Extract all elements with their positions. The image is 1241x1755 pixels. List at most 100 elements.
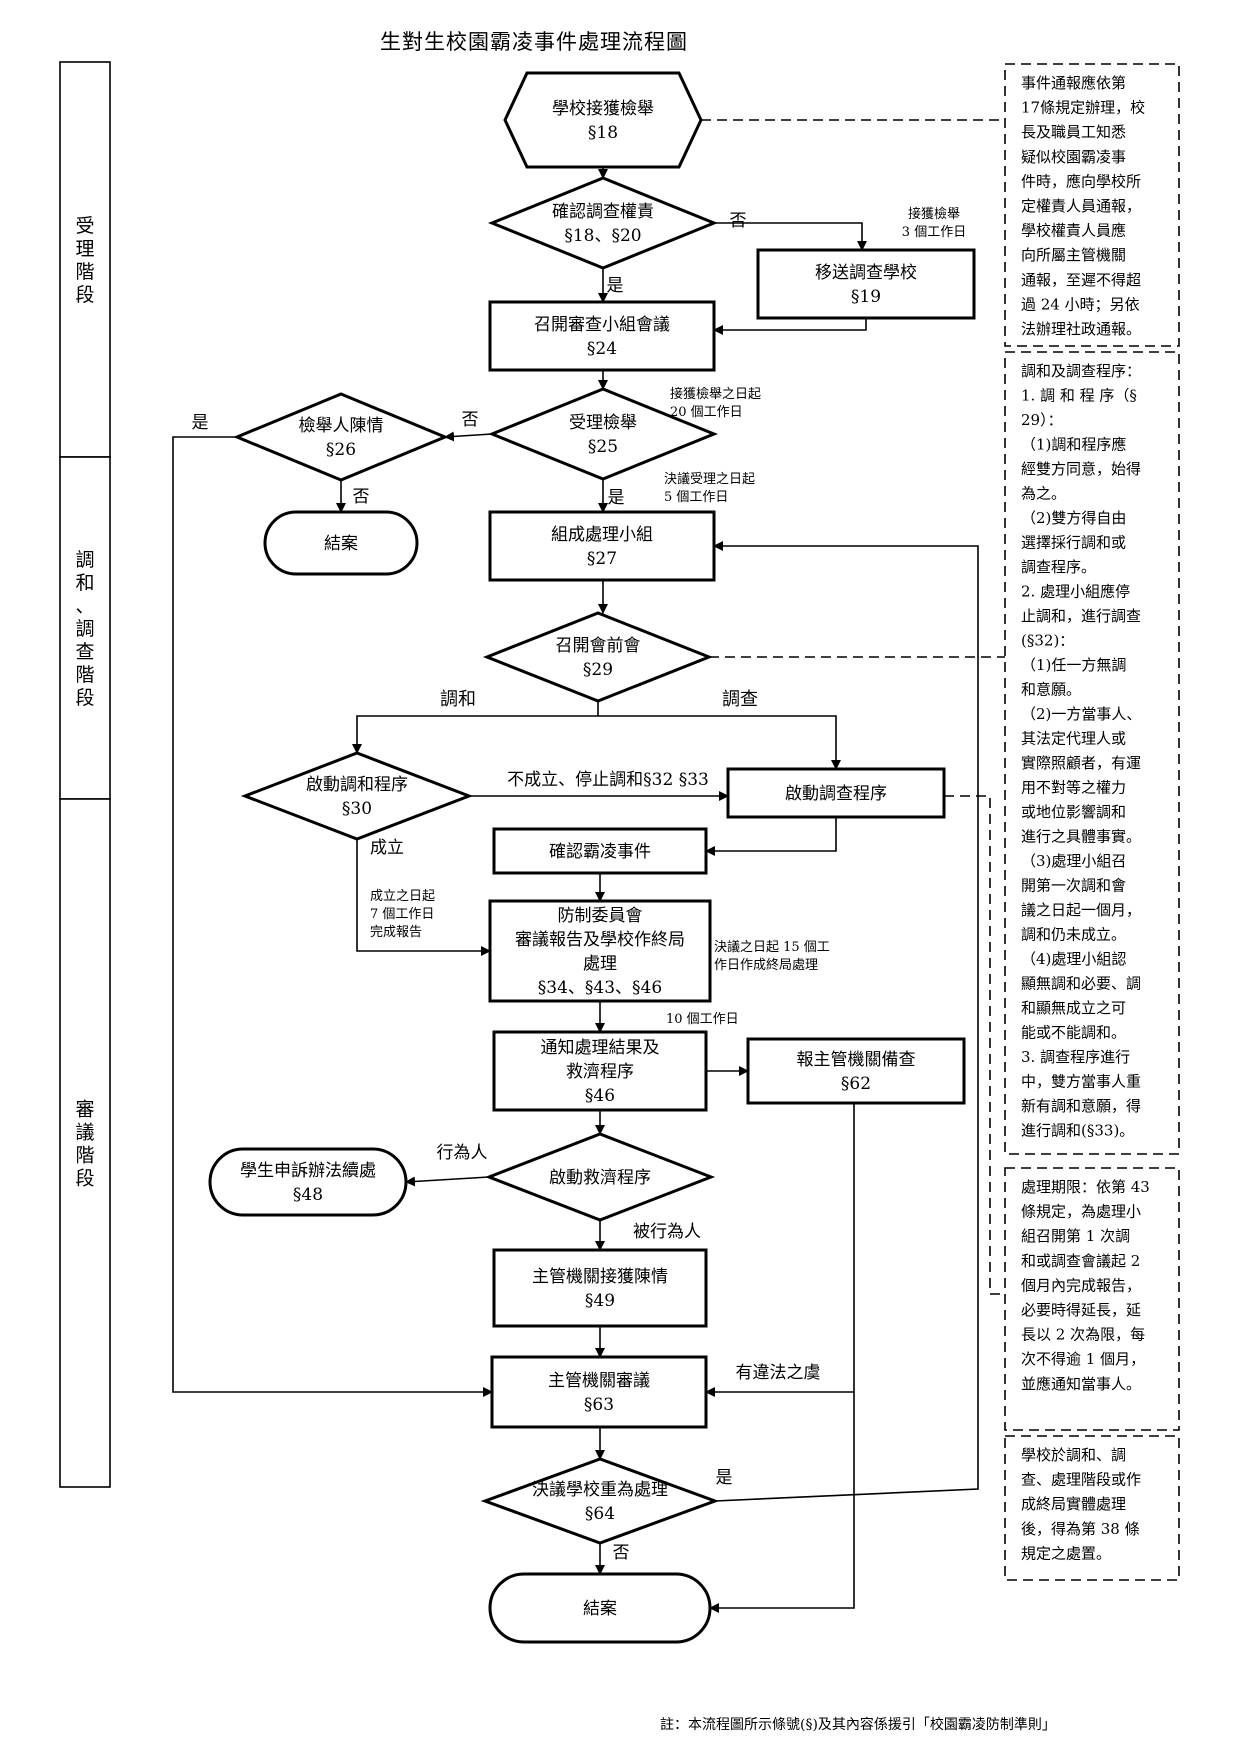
page-title: 生對生校園霸凌事件處理流程圖 (380, 30, 688, 54)
dash-period-note (944, 795, 1005, 1295)
procedure-note-line: 止調和，進行調查 (1021, 607, 1141, 625)
rehandle-node-text: 決議學校重為處理 (532, 1480, 668, 1500)
period-note-line: 次不得逾 1 個月， (1021, 1350, 1145, 1368)
edge-transfer-review (713, 318, 867, 335)
stage-label: 段 (75, 1168, 94, 1190)
committee-node-text: 處理 (583, 954, 617, 974)
procedure-note-line: （2)一方當事人、 (1021, 705, 1141, 723)
edge-investigation (598, 715, 841, 770)
procedure-note-line: 用不對等之權力 (1021, 779, 1126, 797)
disposal-note-line: 查、處理階段或作 (1021, 1471, 1141, 1489)
label-no: 否 (353, 487, 370, 507)
reporting-note-line: 疑似校園霸凌事 (1021, 148, 1126, 166)
start-mediation-node-text: 啟動調和程序 (306, 775, 408, 795)
procedure-note-line: （2)雙方得自由 (1021, 509, 1126, 527)
procedure-note-line: 3. 調查程序進行 (1021, 1048, 1130, 1066)
procedure-note-line: （4)處理小組認 (1021, 950, 1126, 968)
edge-report-close2 (709, 1392, 855, 1613)
rehandle-node (480, 1457, 720, 1545)
report-node-text: 學校接獲檢舉 (552, 99, 654, 119)
edge-no-appeal (444, 431, 493, 442)
stage-label: 和 (75, 572, 94, 594)
notify-node (492, 1030, 708, 1112)
stage-label: 受 (75, 215, 94, 237)
period-note (1004, 1167, 1180, 1431)
reporting-note (1004, 63, 1180, 347)
edge-actor (405, 1176, 490, 1187)
authority-receive-node-text: 主管機關接獲陳情 (532, 1267, 668, 1287)
procedure-note-line: （1)任一方無調 (1021, 656, 1126, 674)
label-yes: 是 (192, 413, 209, 433)
procedure-note-line: 其法定代理人或 (1021, 730, 1126, 748)
edge-no-transfer (714, 222, 867, 251)
stage-box (59, 798, 111, 1488)
label-no: 否 (730, 211, 747, 231)
label-victim: 被行為人 (633, 1222, 701, 1242)
procedure-note-line: 能或不能調和。 (1021, 1024, 1126, 1042)
disposal-note-line: 規定之處置。 (1021, 1544, 1111, 1562)
time-note-5-days: 5 個工作日 (664, 490, 728, 505)
start-mediation-node-text: §30 (342, 799, 372, 819)
authority-review-node-text: 主管機關審議 (548, 1371, 650, 1391)
student-appeal-node-text: 學生申訴辦法續處 (240, 1161, 376, 1181)
procedure-note-line: 中，雙方當事人重 (1021, 1073, 1141, 1091)
label-fail-stop: 不成立、停止調和§32 §33 (507, 770, 709, 790)
period-note-line: 條規定，為處理小 (1021, 1203, 1141, 1221)
period-note-line: 長以 2 次為限，每 (1021, 1326, 1145, 1344)
reporting-note-line: 事件通報應依第 (1021, 74, 1126, 92)
footnote: 註：本流程圖所示條號(§)及其內容係援引「校園霸凌防制準則」 (660, 1717, 1056, 1733)
accept-node (488, 387, 718, 481)
time-note-15-days: 作日作成終局處理 (714, 957, 818, 973)
confirm-bullying-node-text: 確認霸凌事件 (549, 842, 651, 862)
disposal-note-line: 後，得為第 38 條 (1021, 1520, 1140, 1538)
report-authority-node-text: §62 (841, 1074, 871, 1094)
committee-node-text: 審議報告及學校作終局 (515, 930, 685, 950)
close2-node (488, 1572, 712, 1644)
reporting-note-line: 向所屬主管機關 (1021, 246, 1126, 264)
procedure-note-line: 進行調和(§33)。 (1021, 1122, 1134, 1140)
pre-meeting-node (482, 611, 714, 703)
accept-node-text: 受理檢舉 (569, 413, 637, 433)
reporting-note-line: 件時，應向學校所 (1021, 172, 1141, 190)
start-investigation-node (726, 767, 946, 819)
procedure-note-line: 議之日起一個月， (1021, 901, 1141, 919)
reporting-note-line: 通報，至遲不得超 (1021, 271, 1141, 289)
procedure-note-line: 和顯無成立之可 (1021, 999, 1126, 1017)
label-yes: 是 (716, 1468, 733, 1488)
edge-investigation-confirm (705, 817, 837, 856)
stage-label: 、 (75, 595, 94, 617)
procedure-note-line: 顯無調和必要、調 (1021, 975, 1141, 993)
procedure-note-line: 調和仍未成立。 (1021, 926, 1126, 944)
reporting-note-line: 定權責人員通報， (1021, 197, 1141, 215)
review-meeting-node-text: §24 (587, 339, 617, 359)
reporting-note-line: 17條規定辦理，校 (1021, 99, 1145, 117)
label-no: 否 (613, 1543, 630, 1563)
report-node (503, 71, 703, 169)
confirm-bullying-node (492, 827, 708, 875)
label-mediation: 調和 (440, 689, 476, 710)
close1-node (263, 510, 419, 576)
reporting-note-line: 法辦理社政通報。 (1021, 320, 1141, 338)
appeal-node-text: 檢舉人陳情 (299, 416, 384, 436)
accept-node-text: §25 (588, 437, 618, 457)
procedure-note-line: 調查程序。 (1021, 558, 1096, 576)
procedure-note-line: 實際照顧者，有運 (1021, 754, 1141, 772)
notify-node-text: §46 (585, 1086, 615, 1106)
label-illegal: 有違法之虞 (736, 1363, 821, 1383)
stage-label: 議 (75, 1122, 94, 1144)
label-established: 成立 (370, 838, 404, 858)
stage-label: 調 (75, 549, 94, 571)
review-meeting-node-text: 召開審查小組會議 (534, 315, 670, 335)
student-appeal-node (208, 1147, 408, 1217)
procedure-note-line: 1. 調 和 程 序（§ (1021, 387, 1137, 405)
reporting-note-line: 過 24 小時；另依 (1021, 295, 1140, 313)
procedure-note-line: (§32)： (1021, 632, 1074, 650)
pre-meeting-node-text: §29 (583, 660, 613, 680)
stage-box (59, 456, 111, 800)
edge-yes-authority-review (172, 436, 493, 1397)
committee-node-text: 防制委員會 (558, 906, 643, 926)
period-note-line: 必要時得延長，延 (1021, 1301, 1141, 1319)
period-note-line: 處理期限：依第 43 (1021, 1178, 1150, 1196)
stage-label: 階 (75, 1145, 94, 1167)
close2-node-text: 結案 (583, 1599, 617, 1619)
